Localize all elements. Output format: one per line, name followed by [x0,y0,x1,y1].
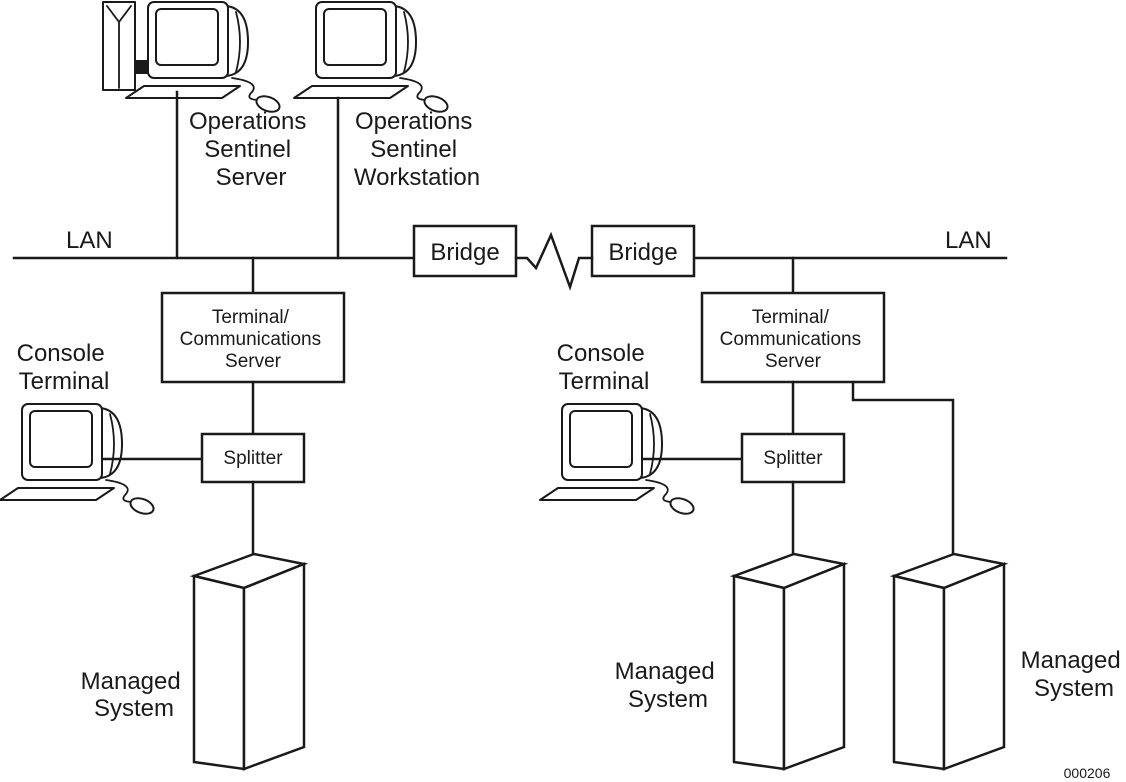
bridge-left [412,224,518,278]
bridge-right [590,224,696,278]
splitter-left [200,432,306,484]
comm-server-right [700,291,886,384]
console-left-computer-icon [0,403,157,518]
comm-server-right-label: Terminal/ Communications Server [720,307,867,372]
comm-server-left-label: Terminal/ Communications Server [180,307,327,372]
managed-system-right-icon [892,552,1006,771]
managed-system-mid-icon [732,552,846,771]
server-tower-icon [102,1,150,91]
workstation-label: Operations Sentinel Workstation [354,108,480,191]
server-label: Operations Sentinel Server [189,108,313,191]
lan-right-label: LAN [945,227,992,254]
splitter-right-label: Splitter [763,448,823,469]
comm-server-left [160,291,346,384]
lan-left-label: LAN [66,227,113,254]
managed-system-left-icon [192,552,306,771]
comm-right-to-system-line [851,380,955,556]
workstation-computer-icon [293,1,451,116]
managed-system-right-label: Managed System [1021,647,1126,702]
server-computer-icon [125,1,283,116]
console-left-label: Console Terminal [17,340,112,395]
bridge-right-label: Bridge [608,239,677,266]
managed-system-mid-label: Managed System [615,658,722,713]
console-right-computer-icon [539,403,697,518]
figure-id: 000206 [1064,765,1111,781]
wan-link-zigzag [514,231,594,291]
console-right-label: Console Terminal [557,340,652,395]
splitter-left-label: Splitter [223,448,283,469]
bridge-left-label: Bridge [430,239,499,266]
managed-system-left-label: Managed System [81,668,188,722]
